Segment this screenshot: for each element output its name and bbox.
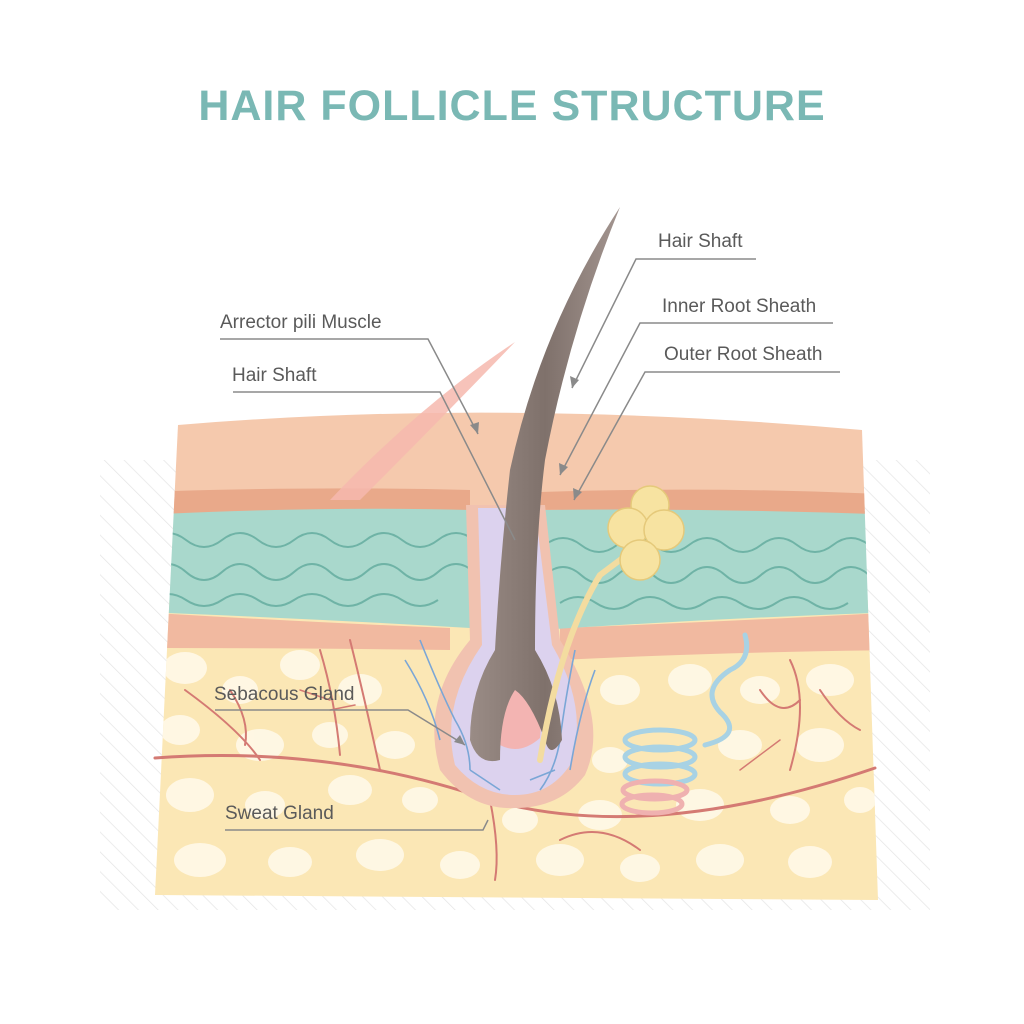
leader-arrector-pili — [220, 338, 479, 435]
leader-outer-root-sheath — [573, 371, 840, 501]
label-arrector-pili-muscle: Arrector pili Muscle — [220, 312, 382, 333]
leader-hair-shaft-top — [571, 258, 756, 389]
epidermis-speckled-band — [155, 488, 470, 515]
dermis-wavy-fibers — [155, 532, 870, 610]
dermis-teal-layer — [155, 507, 470, 628]
fat-cells — [160, 650, 876, 882]
leader-inner-root-sheath — [559, 322, 833, 476]
sweat-gland — [619, 632, 750, 816]
leader-hair-shaft-left — [233, 391, 516, 541]
sebaceous-gland — [607, 485, 685, 581]
hair-shaft — [470, 207, 620, 762]
label-sebaceous-gland: Sebacous Gland — [214, 684, 355, 705]
dermis-teal-layer-right — [540, 507, 878, 630]
leader-sebaceous — [215, 709, 466, 746]
label-inner-root-sheath: Inner Root Sheath — [662, 296, 817, 317]
leader-lines — [215, 258, 840, 831]
leader-arrowheads — [454, 376, 582, 745]
arrector-pili-muscle — [330, 342, 515, 500]
label-sweat-gland: Sweat Gland — [225, 803, 334, 824]
label-hair-shaft-top: Hair Shaft — [658, 231, 743, 252]
label-hair-shaft-left: Hair Shaft — [232, 365, 317, 386]
page-title: HAIR FOLLICLE STRUCTURE — [198, 82, 826, 130]
leader-sweat — [225, 819, 489, 831]
dermis-lower-band-right — [560, 612, 878, 660]
label-outer-root-sheath: Outer Root Sheath — [664, 344, 823, 365]
dermis-lower-band — [155, 612, 450, 650]
